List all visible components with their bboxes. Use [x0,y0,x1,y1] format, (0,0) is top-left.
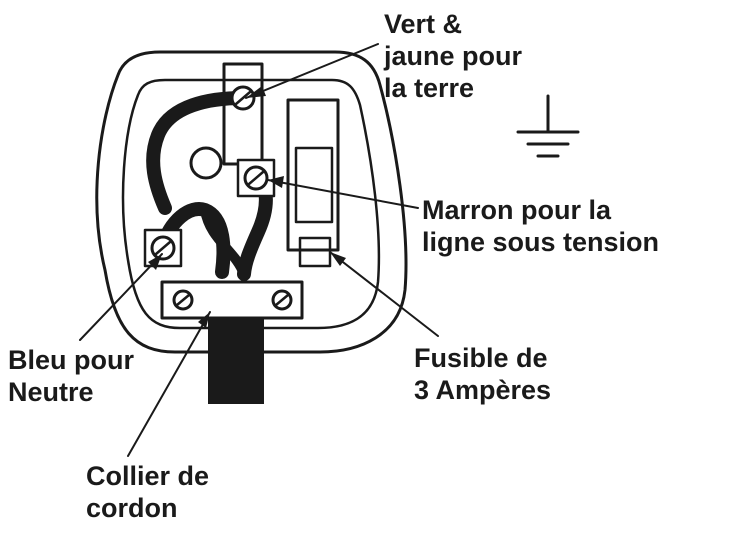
neutral-screw [143,228,183,268]
leader-earth-arrow [246,86,266,98]
label-fuse: Fusible de 3 Ampères [414,342,551,406]
label-live: Marron pour la ligne sous tension [422,194,659,258]
leader-cord-grip [127,311,211,457]
label-neutral-line1: Bleu pour [8,345,134,375]
label-live-line2: ligne sous tension [422,227,660,257]
cable [208,318,264,404]
label-neutral-line2: Neutre [8,377,94,407]
earth-screw [230,85,256,111]
label-live-line1: Marron pour la [422,195,612,225]
plug-body-outline [95,50,408,354]
cord-grip-screw-right [271,289,293,311]
leader-neutral [79,253,163,341]
fuse-clip [298,236,332,268]
label-earth-line3: la terre [384,73,475,103]
leader-fuse-arrow [330,252,346,266]
leader-neutral-arrow [148,254,162,270]
leader-live-arrow [268,176,284,188]
earth-wire [146,91,250,215]
label-fuse-line1: Fusible de [414,343,548,373]
live-pin-block [286,98,340,252]
cord-grip-screw-left [172,289,194,311]
earth-ground-symbol [516,94,580,158]
leader-fuse [329,251,439,337]
label-earth-line2: jaune pour [384,41,523,71]
label-cord-grip-line2: cordon [86,493,178,523]
label-earth-line1: Vert & [384,9,463,39]
centre-hole [189,146,223,180]
label-cord-grip-line1: Collier de [86,461,210,491]
live-screw [236,158,276,198]
plug-body-inner [121,78,381,330]
leader-live [267,179,419,209]
leader-cord-grip-arrow [198,312,210,328]
label-earth: Vert & jaune pour la terre [384,8,522,104]
label-fuse-line2: 3 Ampères [414,375,552,405]
fuse-body [294,146,334,224]
label-neutral: Bleu pour Neutre [8,344,134,408]
leader-earth [245,43,379,99]
label-cord-grip: Collier de cordon [86,460,209,524]
